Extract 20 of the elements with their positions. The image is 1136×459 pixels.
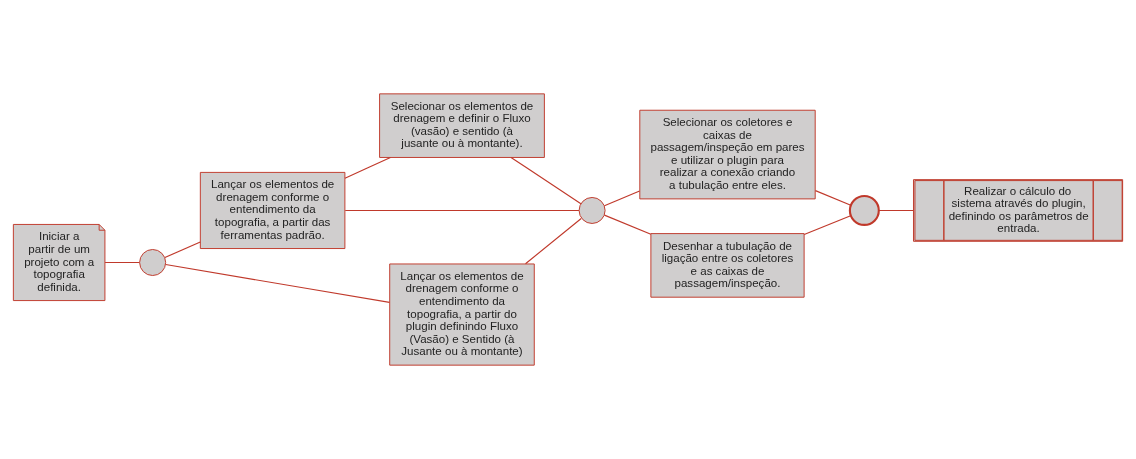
connector: [344, 209, 580, 212]
node-box: Lançar os elementos de drenagem conforme o entendimento da topografia, a partir das ferramentas padrão.: [199, 171, 346, 249]
connector: [814, 190, 852, 206]
node-box: Lançar os elementos de drenagem conforme o entendimento da topografia, a partir do plugin definindo Fluxo (Vasão) e Sentido (à Jusante ou à montante): [389, 263, 535, 366]
node-circle: [139, 249, 167, 276]
node-circle: [578, 197, 606, 224]
node-box: Selecionar os coletores e caixas de passagem/inspeção em pares e utilizar o plugin para realizar a conexão criando a tubulação entre eles.: [639, 109, 816, 200]
connector: [878, 209, 914, 212]
connector: [164, 241, 201, 259]
node-box: Desenhar a tubulação de ligação entre os coletores e as caixas de passagem/inspeção.: [650, 233, 805, 298]
connector: [603, 190, 641, 207]
connector: [603, 214, 652, 235]
node-box: Selecionar os elementos de drenagem e definir o Fluxo (vasão) e sentido (à jusante ou à montante).: [379, 93, 545, 158]
connector: [510, 156, 582, 205]
connector: [165, 263, 391, 303]
connector: [524, 217, 582, 265]
connector: [104, 261, 140, 264]
connector: [803, 215, 852, 236]
node-circle: [848, 194, 880, 226]
connector: [344, 157, 391, 179]
